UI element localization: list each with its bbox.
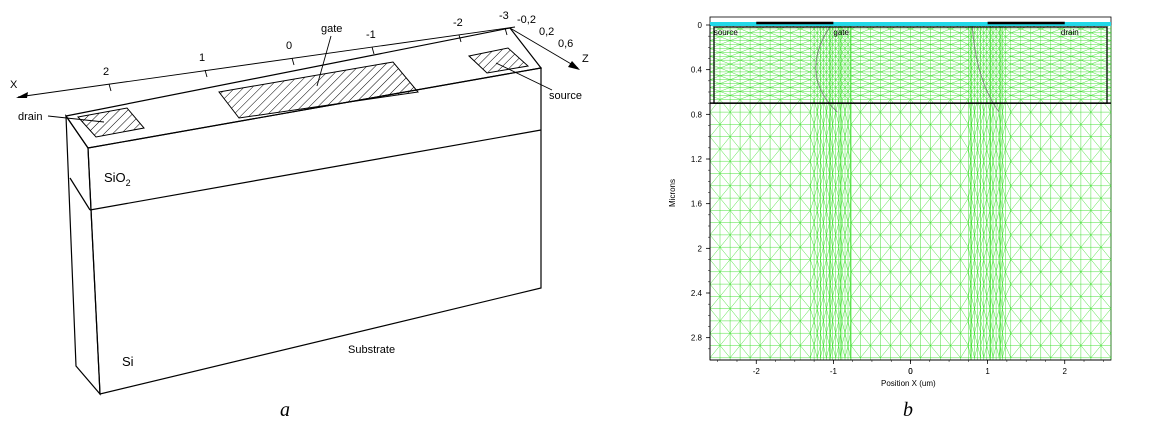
box-left-face [65, 113, 101, 396]
x-axis-line [17, 26, 516, 98]
source-contact [467, 47, 530, 74]
drain-contact [77, 107, 145, 138]
z-axis-label: Z [582, 53, 589, 65]
mesh-lines [709, 24, 1112, 360]
z-axis-ticks: -0,20,2 0,6 [517, 14, 573, 50]
x-tick-label: 2 [1063, 367, 1068, 376]
oxide-interface-left [69, 177, 91, 211]
box-front-face [87, 67, 542, 395]
junction-right [971, 24, 1000, 113]
z-tick-label: 0,6 [558, 38, 573, 50]
x-tick-mark [291, 57, 295, 66]
caption-b: b [903, 399, 913, 421]
x-tick-mark [458, 34, 462, 43]
region-label-gate: gate [833, 28, 849, 37]
panel-a-device-3d: X 2 1 0 -1 -2 -3 Z -0,20,2 0,6 gate drain sour… [10, 10, 589, 421]
x-tick-mark [108, 83, 112, 92]
x-tick-label: 0 [286, 40, 292, 52]
x-tick-mark [504, 27, 508, 36]
y-tick-label: 2.8 [691, 334, 703, 343]
source-label: source [549, 90, 582, 102]
gate-label: gate [321, 23, 342, 35]
x-tick-label: 2 [103, 66, 109, 78]
y-tick-label: 2.4 [691, 289, 703, 298]
y-tick-label: 0 [698, 21, 703, 30]
region-label-source: source [714, 28, 739, 37]
z-tick-label: 0,2 [539, 26, 554, 38]
y-axis-title: Microns [668, 179, 677, 207]
y-tick-label: 1.6 [691, 200, 703, 209]
x-tick-label-zero: 0 [908, 367, 913, 376]
x-axis-label: X [10, 79, 18, 91]
substrate-label: Substrate [348, 344, 395, 356]
x-tick-label: -1 [830, 367, 838, 376]
x-tick-mark [371, 46, 375, 55]
surface-strip [710, 22, 1111, 26]
x-axis-title: Position X (um) [881, 379, 936, 388]
x-tick-label: -3 [499, 10, 509, 22]
x-tick-label: -1 [366, 29, 376, 41]
x-axis-ticks: 2 1 0 -1 -2 -3 [103, 10, 509, 92]
mesh-grid: source gate drain [709, 21, 1112, 360]
region-label-drain: drain [1061, 28, 1079, 37]
drain-label: drain [18, 111, 42, 123]
gate-contact [218, 61, 419, 119]
panel-b-mesh-plot: source gate drain 0 0.4 0.8 1.2 1.6 2 2.4 2.8 -2 -1… [668, 16, 1112, 421]
oxide-label: SiO2 [104, 170, 131, 188]
silicon-label: Si [122, 354, 134, 369]
x-tick-label: 0 [908, 367, 913, 376]
x-tick-label: -2 [453, 17, 463, 29]
x-tick-label: 1 [199, 52, 205, 64]
x-tick-label: 1 [985, 367, 990, 376]
oxide-silicon-interface [89, 129, 542, 211]
caption-a: a [280, 399, 290, 421]
junction-left [815, 27, 838, 113]
y-tick-label: 1.2 [691, 155, 703, 164]
y-tick-label: 0.8 [691, 110, 703, 119]
gate-leader [316, 35, 332, 87]
z-axis-arrow [568, 61, 580, 70]
drain-leader [47, 115, 105, 123]
z-axis-line [509, 27, 579, 69]
x-tick-label: -2 [753, 367, 761, 376]
z-tick-label: -0,2 [517, 14, 536, 26]
x-tick-mark [204, 69, 208, 78]
y-tick-label: 0.4 [691, 66, 703, 75]
x-axis-arrow [16, 92, 28, 98]
y-tick-label: 2 [698, 244, 703, 253]
source-leader [495, 62, 553, 91]
